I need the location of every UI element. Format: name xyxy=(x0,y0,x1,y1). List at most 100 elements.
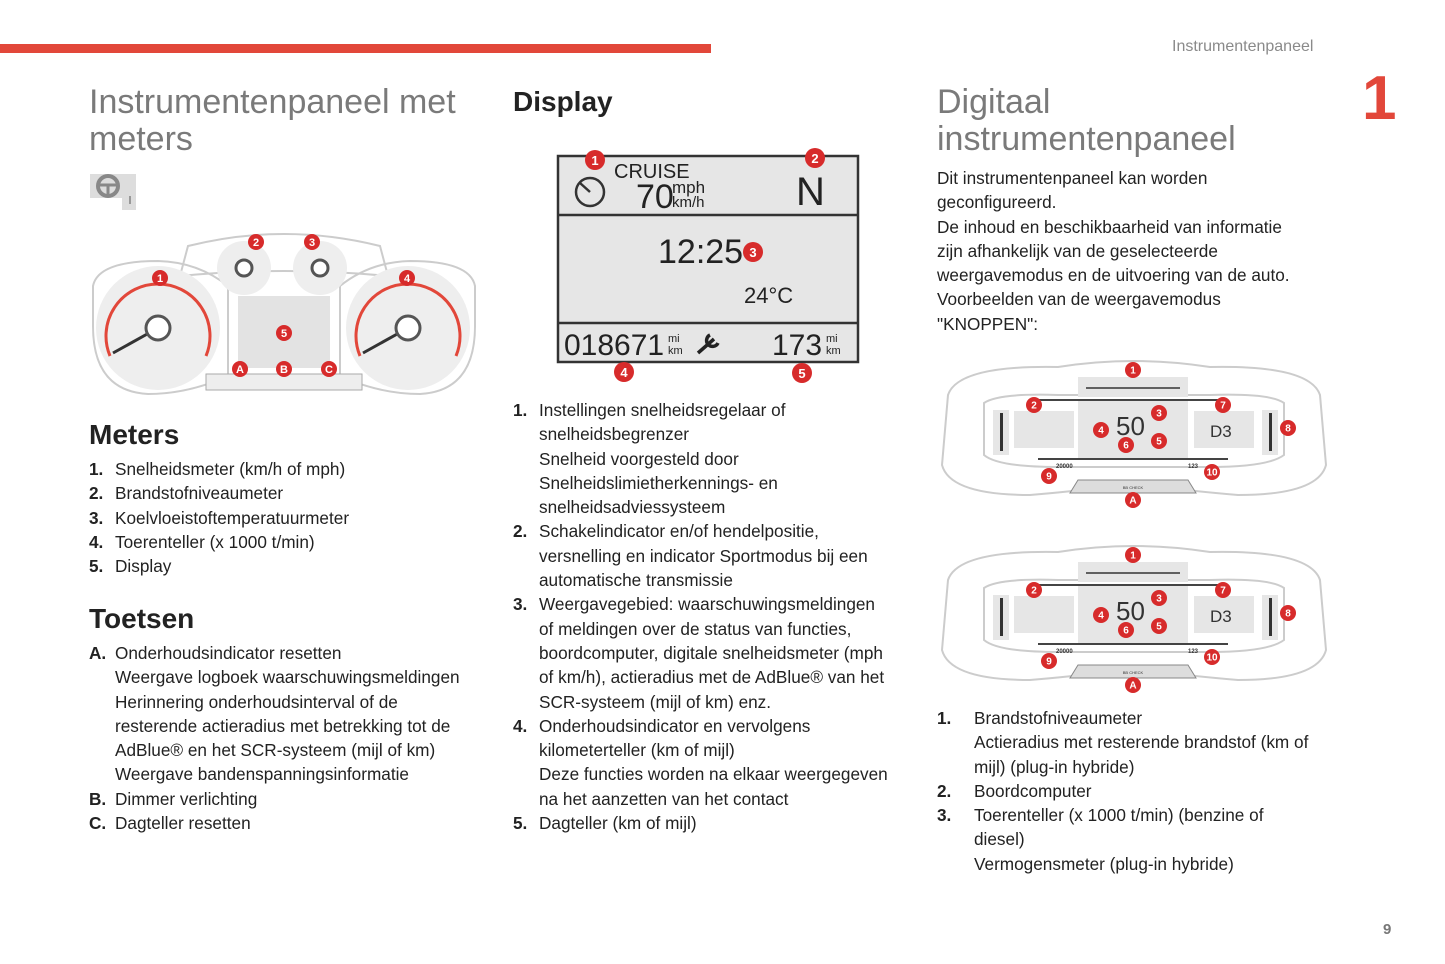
list-item: 5.Dagteller (km of mijl) xyxy=(513,811,888,835)
title-line: meters xyxy=(89,120,193,158)
running-title: Instrumentenpaneel xyxy=(1172,38,1314,55)
badge-label: 1 xyxy=(1130,366,1136,377)
badge-label: A xyxy=(1129,681,1136,692)
item-number: 5. xyxy=(89,556,104,577)
item-line: Brandstofniveaumeter xyxy=(115,483,284,504)
item-line: boordcomputer, digitale snelheidsmeter (… xyxy=(539,642,883,663)
item-line: of meldingen over de status van functies… xyxy=(539,618,852,639)
item-text: Koelvloeistoftemperatuurmeter xyxy=(115,506,349,530)
item-number: C. xyxy=(89,813,107,834)
steering-wheel-icon xyxy=(90,174,136,210)
list-item: 3. Koelvloeistoftemperatuurmeter xyxy=(89,506,349,530)
badge-label: 6 xyxy=(1123,626,1129,637)
item-number: 5. xyxy=(513,813,528,834)
chapter-number: 1 xyxy=(1362,64,1397,133)
paragraph-line: Voorbeelden van de weergavemodus xyxy=(937,289,1221,310)
item-number: 4. xyxy=(513,715,528,736)
paragraph-line: "KNOPPEN": xyxy=(937,313,1039,334)
item-line: of km/h), actieradius met de AdBlue® van… xyxy=(539,667,885,688)
item-number: 3. xyxy=(513,594,528,615)
item-number: A. xyxy=(89,643,107,663)
badge-label: 1 xyxy=(157,273,163,285)
badge-label: 7 xyxy=(1220,401,1226,412)
list-item: 1.Snelheidsmeter (km/h of mph) xyxy=(89,457,349,481)
item-line: Brandstofniveaumeter xyxy=(974,708,1143,728)
item-line: Onderhoudsindicator en vervolgens xyxy=(539,715,811,736)
badge-label: 5 xyxy=(1156,622,1162,633)
check-button-label: BB CHECK xyxy=(1123,485,1144,490)
item-line: Weergavegebied: waarschuwingsmeldingen xyxy=(539,594,875,615)
badge-label: 2 xyxy=(811,151,818,166)
badge-label: 6 xyxy=(1123,441,1129,452)
item-number: 1. xyxy=(513,400,528,420)
display-heading: Display xyxy=(513,86,613,117)
badge-label: 5 xyxy=(798,366,805,381)
list-item: 3. Weergavegebied: waarschuwingsmeldingen… xyxy=(513,592,888,713)
item-line: snelheidsbegrenzer xyxy=(539,424,690,445)
badge-label: A xyxy=(1129,496,1136,507)
item-line: Snelheid voorgesteld door xyxy=(539,448,739,469)
item-line: Snelheidsmeter (km/h of mph) xyxy=(115,459,346,479)
badge-label: 2 xyxy=(1031,586,1037,597)
unit-mi: mi xyxy=(668,333,680,345)
item-line: AdBlue® en het SCR-systeem (mijl of km) xyxy=(115,740,436,761)
badge-label: 5 xyxy=(281,328,287,340)
display-illustration: CRUISE 70 mph km/h N 12:25 24°C 018671 m… xyxy=(556,148,860,383)
wrench-icon xyxy=(696,333,720,355)
keys-heading: Toetsen xyxy=(89,603,195,634)
item-text: Dagteller resetten xyxy=(115,811,251,835)
badge-label: 3 xyxy=(1156,594,1162,605)
list-item: 5.Display xyxy=(89,554,349,578)
badge-label: 10 xyxy=(1206,653,1218,664)
badge-label: 10 xyxy=(1206,468,1218,479)
badge-label: 9 xyxy=(1046,472,1052,483)
item-text: Weergavegebied: waarschuwingsmeldingen of… xyxy=(539,592,884,713)
unit-km: km xyxy=(826,345,841,357)
header-accent-bar xyxy=(0,44,711,53)
list-item: 2.Schakelindicator en/of hendelpositie,v… xyxy=(513,519,888,592)
badge-label: 3 xyxy=(749,245,756,260)
unit-mph: mph xyxy=(672,178,705,197)
list-item: C. Dagteller resetten xyxy=(89,811,460,835)
item-number: 1. xyxy=(937,708,952,728)
item-line: resterende actieradius met betrekking to… xyxy=(115,715,451,736)
badge-label: 4 xyxy=(620,365,628,380)
item-line: na het aanzetten van het contact xyxy=(539,788,789,809)
item-line: Boordcomputer xyxy=(974,780,1092,801)
item-line: versnelling en indicator Sportmodus bij … xyxy=(539,545,868,566)
item-line: Actieradius met resterende brandstof (km… xyxy=(974,732,1309,753)
digital-trip: 123 xyxy=(1188,649,1199,655)
digital-speed: 50 xyxy=(1116,596,1145,626)
item-line: Toerenteller (x 1000 t/min) xyxy=(115,531,315,552)
item-line: Weergave bandenspanningsinformatie xyxy=(115,764,409,785)
badge-label: 2 xyxy=(1031,401,1037,412)
list-item: B.Dimmer verlichting xyxy=(89,787,460,811)
item-line: Onderhoudsindicator resetten xyxy=(115,643,342,663)
check-button-label: BB CHECK xyxy=(1123,670,1144,675)
badge-label: 4 xyxy=(404,273,411,285)
item-line: Dimmer verlichting xyxy=(115,788,258,809)
paragraph-line: Dit instrumentenpaneel kan worden xyxy=(937,168,1208,188)
speedometer-icon xyxy=(574,176,606,208)
item-line: snelheidsadviessysteem xyxy=(539,497,726,518)
item-line: Koelvloeistoftemperatuurmeter xyxy=(115,507,350,528)
item-line: Toerenteller (x 1000 t/min) (benzine of xyxy=(974,805,1264,826)
item-number: 3. xyxy=(89,507,104,528)
badge-label: 3 xyxy=(1156,409,1162,420)
item-text: Brandstofniveaumeter xyxy=(115,481,283,505)
list-item: 4.Toerenteller (x 1000 t/min) xyxy=(89,530,349,554)
badge-label: 3 xyxy=(309,237,315,249)
badge-label: 1 xyxy=(1130,551,1136,562)
badge-label: 7 xyxy=(1220,586,1226,597)
item-text: Dimmer verlichting xyxy=(115,787,257,811)
digital-trip: 123 xyxy=(1188,464,1199,470)
